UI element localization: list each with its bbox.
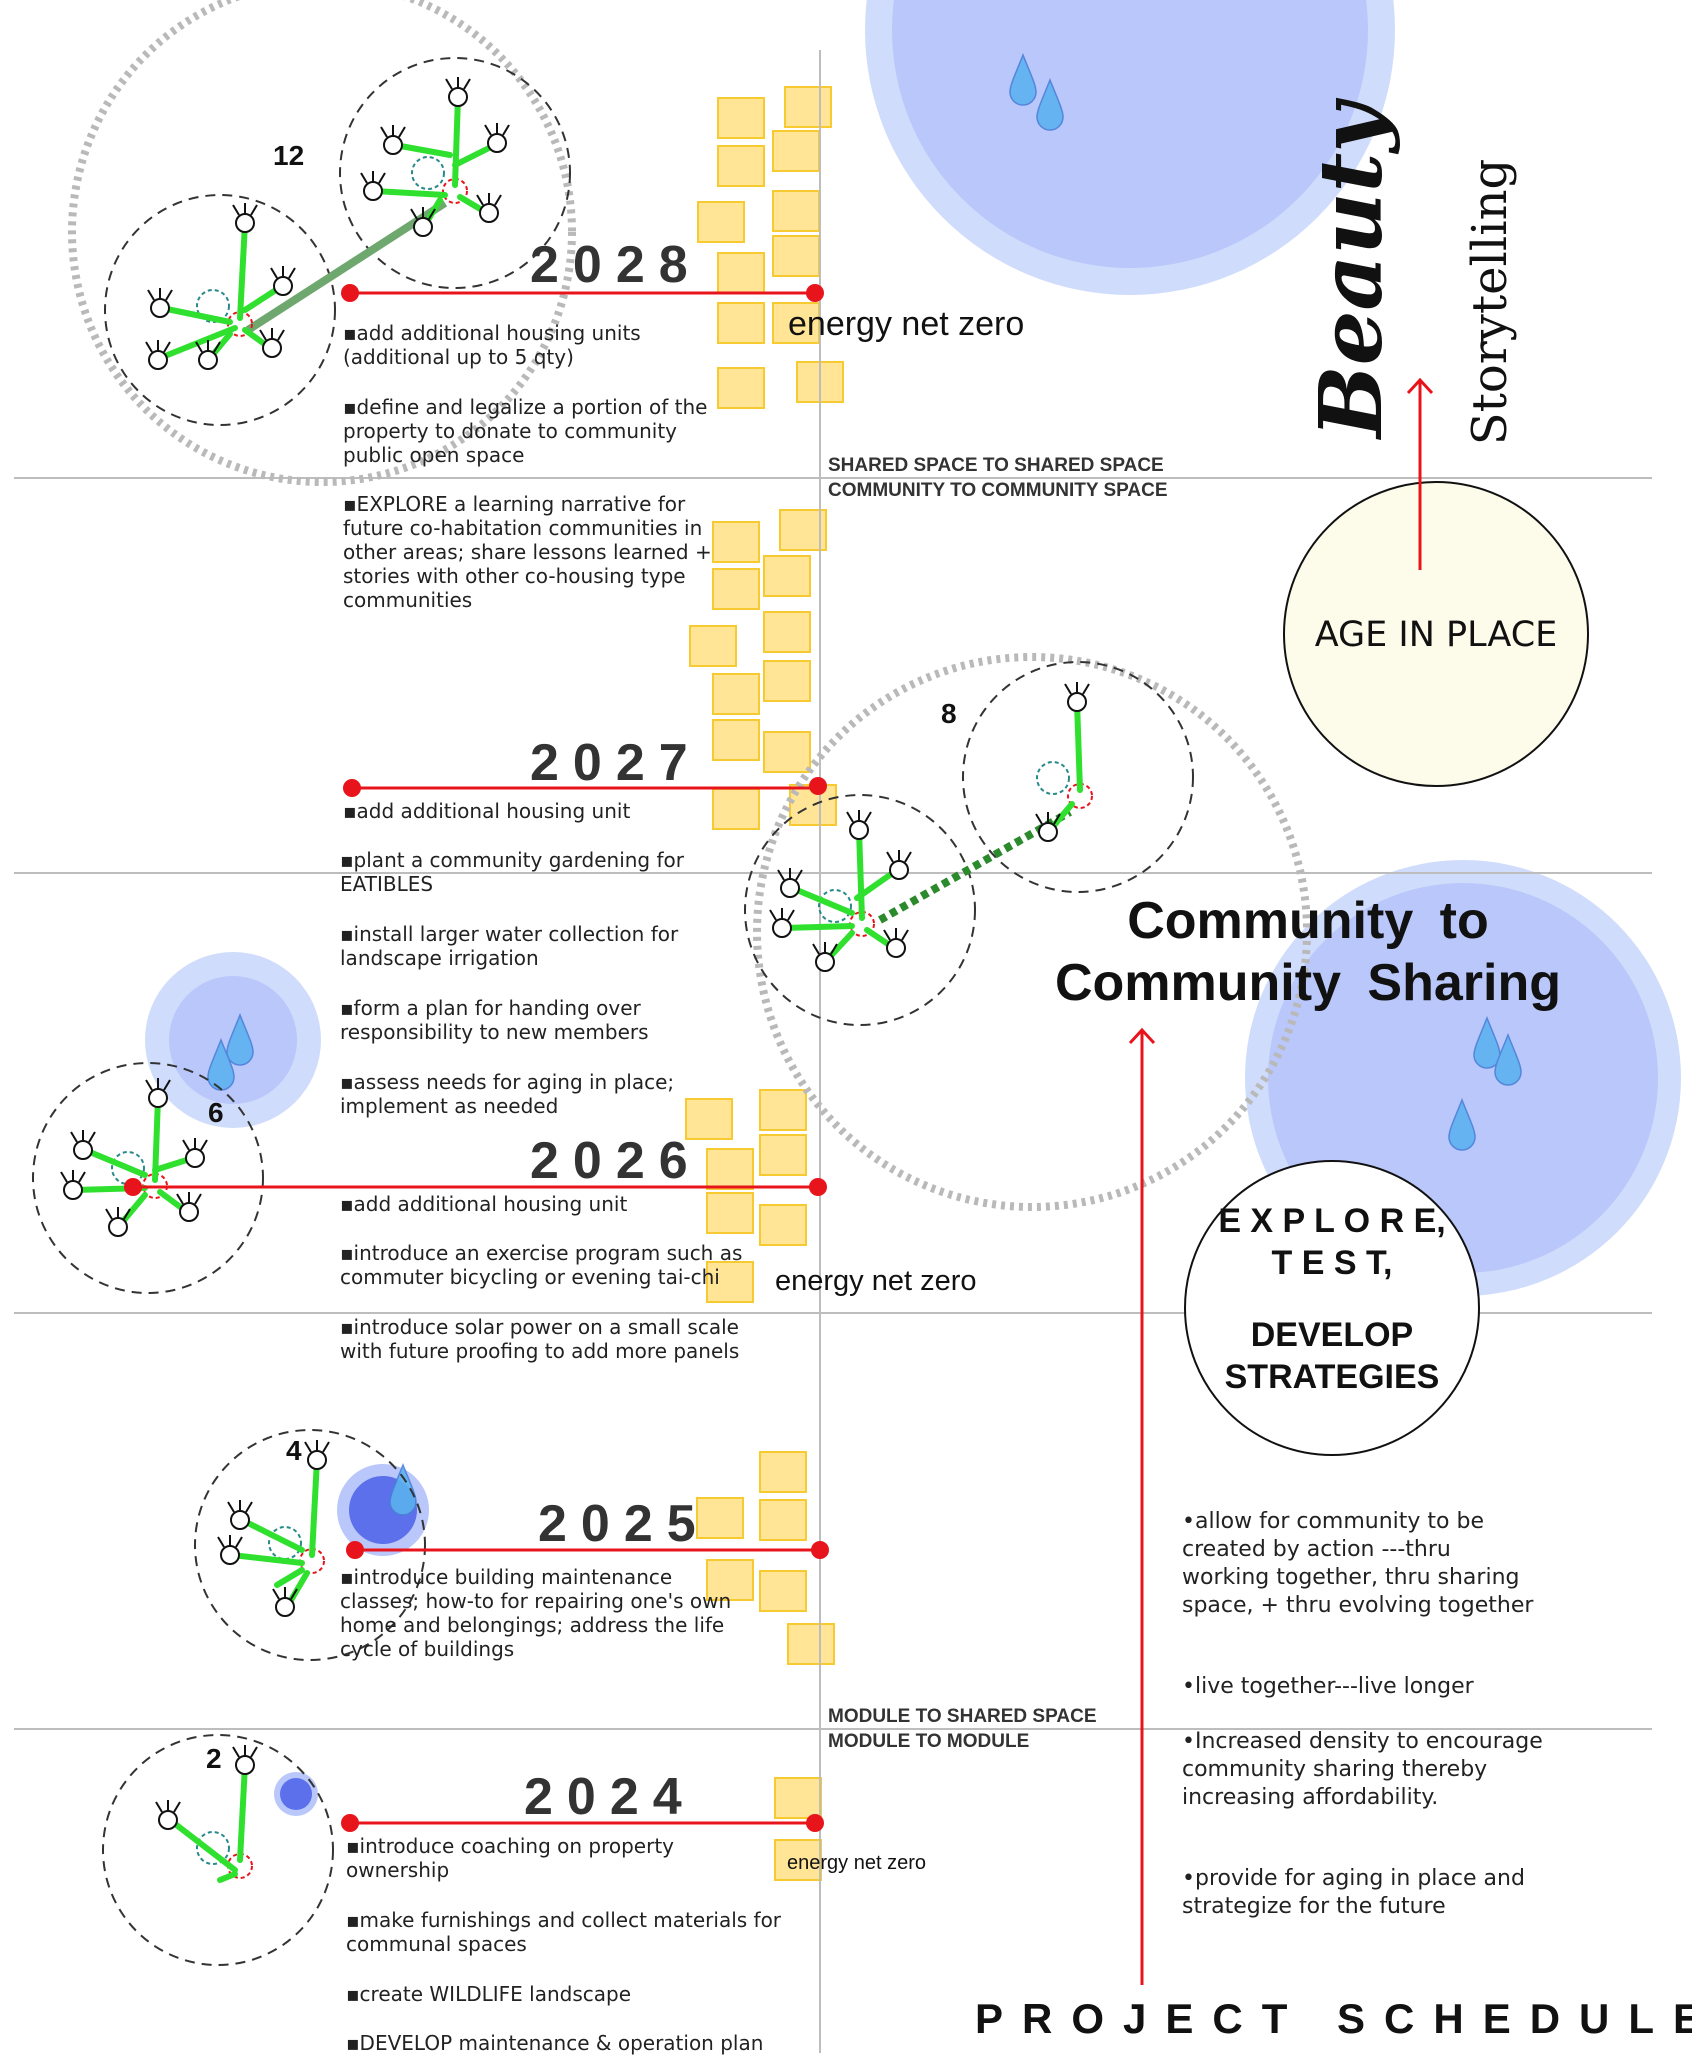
energy-label-2028: energy net zero (788, 305, 1025, 343)
section-head-module-2: MODULE TO MODULE (828, 1731, 1030, 1752)
year-2025: 2025 (538, 1495, 710, 1553)
strategy-4: •provide for aging in place and strategi… (1182, 1866, 1525, 1919)
bullet-2027-1: ▪add additional housing unit (343, 799, 631, 823)
energy-label-2026: energy net zero (775, 1265, 977, 1297)
bullet-2027-4: ▪form a plan for handing over responsibi… (340, 996, 649, 1044)
sticky-notes (685, 86, 844, 1881)
explore-text: E X P L O R E, T E S T, DEVELOP STRATEGI… (1186, 1200, 1478, 1398)
bullet-2024-2: ▪make furnishings and collect materials … (346, 1908, 782, 1956)
year-2024: 2024 (524, 1768, 696, 1826)
explore-line-1: E X P L O R E, (1218, 1202, 1446, 1240)
bullet-2024-3: ▪create WILDLIFE landscape (346, 1982, 632, 2006)
age-in-place-label: AGE IN PLACE (1314, 615, 1558, 655)
unit-count-6: 6 (208, 1097, 224, 1128)
age-in-place-circle (1283, 481, 1589, 787)
water-drop-icon (207, 52, 1522, 1516)
explore-circle (1184, 1160, 1480, 1456)
year-timeline-dots (124, 284, 829, 1832)
strategy-3: •Increased density to encourage communit… (1182, 1729, 1543, 1810)
housing-unit-icon (360, 76, 510, 237)
year-2026: 2026 (530, 1132, 702, 1190)
unit-count-8: 8 (941, 698, 957, 729)
grouping-circle (68, 0, 1311, 1211)
community-sharing-title: Community to Community Sharing (1028, 890, 1588, 1014)
bullet-2028-3: ▪EXPLORE a learning narrative for future… (343, 492, 712, 612)
bullet-2024-1: ▪introduce coaching on property ownershi… (346, 1834, 675, 1882)
beauty-label: Beauty (1301, 102, 1402, 438)
explore-line-4: STRATEGIES (1224, 1358, 1440, 1396)
year-timeline-bars (133, 291, 820, 1825)
bullet-2026-1: ▪add additional housing unit (340, 1192, 628, 1216)
bullet-2024-4: ▪DEVELOP maintenance & operation plan (346, 2031, 764, 2055)
bullet-2026-2: ▪introduce an exercise program such as c… (340, 1241, 743, 1289)
energy-label-2024: energy net zero (787, 1852, 926, 1874)
strategy-1: •allow for community to be created by ac… (1182, 1509, 1534, 1618)
section-head-module-1: MODULE TO SHARED SPACE (828, 1706, 1097, 1727)
housing-unit-icon (217, 1439, 330, 1617)
bullet-2026-3: ▪introduce solar power on a small scale … (340, 1315, 740, 1363)
community-sharing-line-2: Community Sharing (1054, 954, 1562, 1012)
project-schedule-title: PROJECT SCHEDULE (975, 1995, 1692, 2042)
section-head-shared-1: SHARED SPACE TO SHARED SPACE (828, 455, 1164, 476)
housing-unit-icon (1035, 681, 1093, 842)
section-head-shared-2: COMMUNITY TO COMMUNITY SPACE (828, 480, 1168, 501)
section-head-module: MODULE TO SHARED SPACE MODULE TO MODULE (828, 1704, 1228, 1754)
housing-unit-icon (769, 809, 912, 972)
bullet-2028-1: ▪add additional housing units (additiona… (343, 321, 641, 369)
section-head-shared: SHARED SPACE TO SHARED SPACE COMMUNITY T… (828, 453, 1228, 503)
housing-unit-icon (145, 202, 296, 370)
strategy-2: •live together---live longer (1182, 1674, 1474, 1699)
bullet-2028-2: ▪define and legalize a portion of the pr… (343, 395, 708, 467)
explore-line-3: DEVELOP (1250, 1316, 1414, 1354)
water-circle-top (865, 0, 1395, 295)
community-sharing-line-1: Community to (1127, 892, 1489, 950)
housing-unit-icon (60, 1077, 208, 1237)
explore-line-2: T E S T, (1271, 1244, 1393, 1282)
year-2027: 2027 (530, 734, 702, 792)
unit-count-4: 4 (286, 1435, 302, 1466)
storytelling-label: Storytelling (1462, 158, 1518, 446)
red-arrow (1128, 377, 1434, 1985)
unit-count-2: 2 (206, 1743, 222, 1774)
bullet-2027-3: ▪install larger water collection for lan… (340, 922, 679, 970)
water-circle-2024 (274, 1772, 318, 1816)
bullet-2025-1: ▪introduce building maintenance classes;… (340, 1565, 732, 1661)
housing-unit-icon (155, 1744, 258, 1883)
bullet-2027-2: ▪plant a community gardening for EATIBLE… (340, 848, 684, 896)
unit-circle (32, 57, 1194, 1966)
year-2028: 2028 (530, 236, 702, 294)
bullet-2027-5: ▪assess needs for aging in place; implem… (340, 1070, 675, 1118)
unit-link (245, 199, 448, 334)
unit-count-12: 12 (273, 140, 305, 171)
